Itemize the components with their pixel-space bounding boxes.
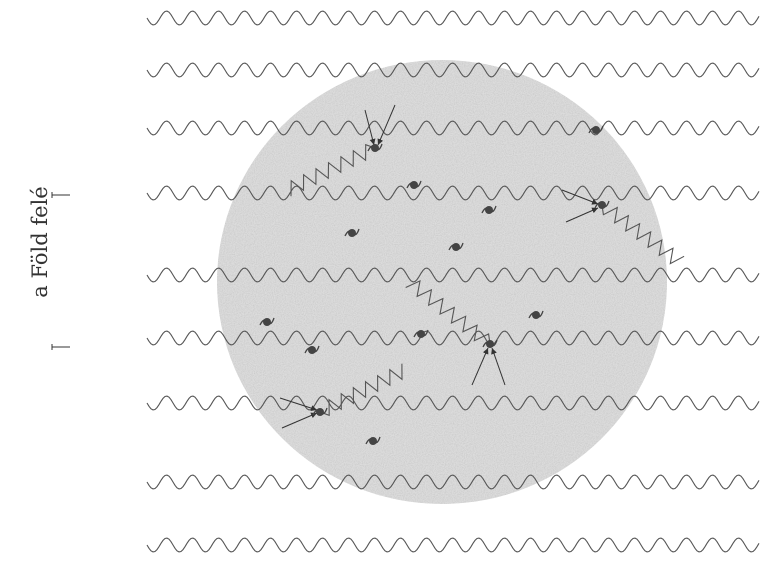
- wave-row-9: [147, 538, 759, 552]
- earth-direction-label: a Föld felé: [28, 186, 52, 297]
- wave-row-1: [147, 11, 759, 25]
- earth-direction: a Föld felé: [28, 186, 70, 350]
